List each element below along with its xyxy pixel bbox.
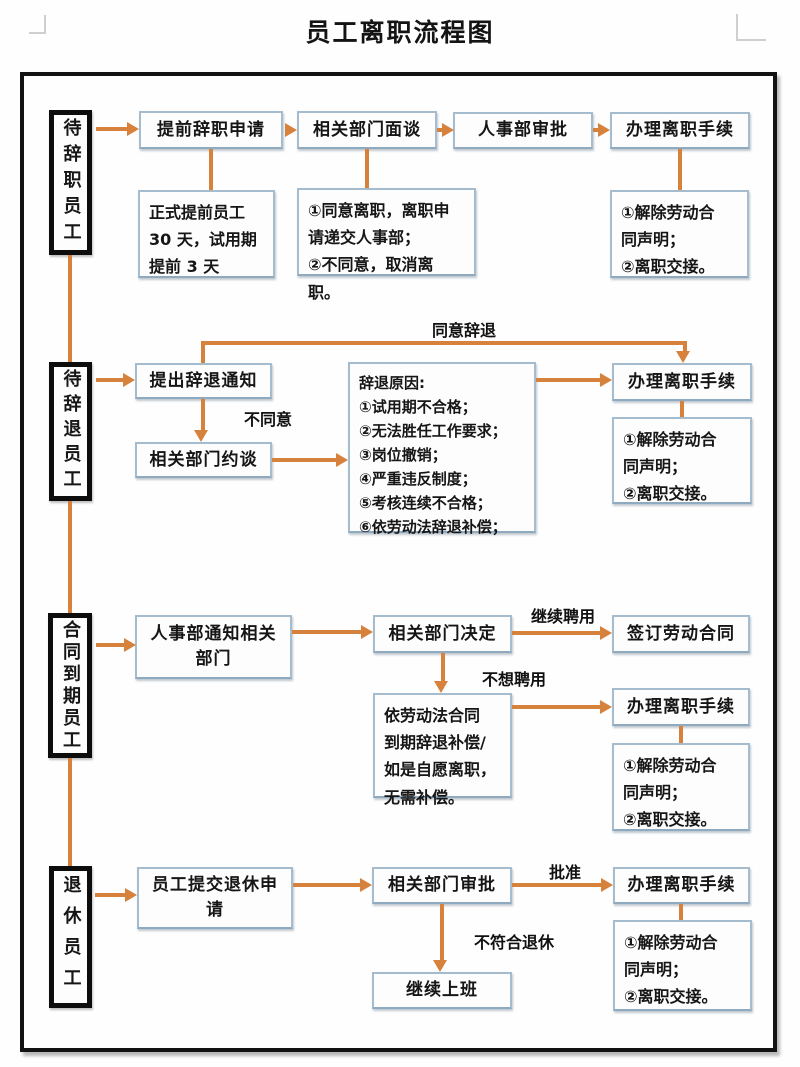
step-hr-notify-dept: 人事部通知相关 部门 bbox=[135, 615, 292, 679]
arrow-reasons-to-exit bbox=[536, 378, 600, 382]
edge-label-approved: 批准 bbox=[549, 863, 582, 882]
lane-connector-2-3 bbox=[68, 501, 72, 613]
edge-label-agree-dismissal: 同意辞退 bbox=[432, 321, 497, 340]
agree-path-horizontal bbox=[201, 341, 687, 345]
agree-path-stub-up bbox=[201, 345, 205, 363]
arrow-lane2-to-step1 bbox=[96, 378, 123, 382]
arrowhead-compensation-to-exit bbox=[600, 700, 612, 714]
note-dismissal-reasons: 辞退原因: ①试用期不合格； ②无法胜任工作要求； ③岗位撤销； ④严重违反制度… bbox=[348, 362, 536, 536]
note-interview-outcomes: ①同意离职，离职申 请递交人事部； ②不同意，取消离职。 bbox=[297, 188, 476, 302]
arrowhead-lane2-to-step1 bbox=[123, 373, 135, 387]
crop-mark-right-horizontal bbox=[736, 39, 766, 41]
arrowhead-notice-to-talk bbox=[194, 430, 208, 442]
crop-mark-right-vertical bbox=[736, 14, 738, 41]
flowchart-frame bbox=[20, 72, 777, 1052]
arrowhead-approval-to-exit bbox=[601, 878, 613, 892]
step-advance-resign-request: 提前辞职申请 bbox=[139, 111, 283, 149]
arrow-notice-to-talk bbox=[201, 399, 205, 430]
arrowhead-step3-to-step4-r1 bbox=[598, 123, 610, 137]
stub-step4-note-r4 bbox=[679, 904, 683, 920]
crop-mark-left-vertical bbox=[44, 15, 46, 34]
stub-step4-note-r1 bbox=[678, 149, 682, 190]
note-exit-items-r3: ①解除劳动合 同声明； ②离职交接。 bbox=[612, 743, 750, 831]
edge-label-continue-hire: 继续聘用 bbox=[531, 607, 596, 626]
step-exit-procedure-r1: 办理离职手续 bbox=[610, 112, 750, 149]
step-dismissal-notice: 提出辞退通知 bbox=[135, 363, 272, 399]
arrow-retire-to-approval bbox=[293, 883, 360, 887]
arrow-compensation-to-exit bbox=[512, 705, 600, 709]
stub-step2-note-r1 bbox=[365, 149, 369, 188]
arrowhead-reasons-to-exit bbox=[600, 373, 612, 387]
step-sign-contract: 签订劳动合同 bbox=[612, 615, 750, 653]
page-title: 员工离职流程图 bbox=[305, 18, 495, 47]
arrow-lane1-to-step1 bbox=[96, 127, 127, 131]
step-exit-procedure-r3: 办理离职手续 bbox=[612, 688, 750, 726]
note-labor-law-compensation: 依劳动法合同 到期辞退补偿/ 如是自愿离职， 无需补偿。 bbox=[373, 693, 512, 807]
stub-step1-note-r1 bbox=[209, 149, 213, 190]
edge-label-not-qualify-retire: 不符合退休 bbox=[474, 933, 555, 952]
arrow-lane3-to-step1 bbox=[96, 643, 124, 647]
step-dept-talk: 相关部门约谈 bbox=[135, 442, 272, 478]
lane-box-pending-resignation: 待辞职员工 bbox=[49, 110, 92, 255]
arrowhead-agree-path bbox=[676, 351, 690, 363]
note-exit-items-r1: ①解除劳动合 同声明； ②离职交接。 bbox=[610, 190, 749, 278]
note-exit-items-r4: ①解除劳动合 同声明； ②离职交接。 bbox=[613, 920, 752, 1011]
lane-connector-3-4 bbox=[68, 758, 72, 866]
crop-mark-left-horizontal bbox=[29, 32, 46, 34]
arrowhead-step2-to-step3-r1 bbox=[442, 123, 454, 137]
arrowhead-retire-to-approval bbox=[360, 878, 372, 892]
note-exit-items-r2: ①解除劳动合 同声明； ②离职交接。 bbox=[612, 417, 752, 504]
arrowhead-step1-to-step2-r1 bbox=[285, 123, 297, 137]
arrow-decision-to-compensation bbox=[441, 653, 445, 681]
step-exit-procedure-r2: 办理离职手续 bbox=[612, 363, 752, 401]
stub-step4-note-r2 bbox=[680, 401, 684, 417]
step-hr-approval: 人事部审批 bbox=[453, 112, 593, 149]
arrow-step2-to-step3-r1 bbox=[437, 128, 442, 132]
arrow-step3-to-step4-r1 bbox=[593, 128, 599, 132]
step-dept-interview: 相关部门面谈 bbox=[297, 111, 437, 149]
arrow-approval-to-exit bbox=[512, 883, 601, 887]
note-advance-days: 正式提前员工 30 天，试用期 提前 3 天 bbox=[138, 190, 275, 278]
arrowhead-lane3-to-step1 bbox=[124, 638, 136, 652]
lane-box-contract-expiry: 合同到期员工 bbox=[48, 613, 92, 758]
arrow-lane4-to-step1 bbox=[95, 893, 125, 897]
arrowhead-decision-to-compensation bbox=[434, 681, 448, 693]
arrowhead-approval-to-keep-working bbox=[433, 960, 447, 972]
arrow-decision-to-sign bbox=[512, 631, 600, 635]
agree-path-stub-down bbox=[683, 345, 687, 353]
lane-box-retirement: 退休员工 bbox=[49, 866, 92, 1008]
lane-connector-1-2 bbox=[68, 255, 72, 362]
arrowhead-decision-to-sign bbox=[600, 626, 612, 640]
lane-box-pending-dismissal: 待辞退员工 bbox=[49, 362, 92, 501]
arrowhead-notify-to-decision bbox=[361, 625, 373, 639]
arrow-approval-to-keep-working bbox=[440, 904, 444, 960]
step-dept-approval-r4: 相关部门审批 bbox=[372, 867, 512, 904]
arrowhead-lane1-to-step1 bbox=[127, 122, 139, 136]
edge-label-no-hire: 不想聘用 bbox=[482, 670, 547, 689]
step-keep-working: 继续上班 bbox=[372, 972, 512, 1009]
step-dept-decision: 相关部门决定 bbox=[373, 615, 512, 653]
arrowhead-lane4-to-step1 bbox=[125, 888, 137, 902]
arrow-talk-to-reasons bbox=[272, 458, 336, 462]
arrow-notify-to-decision bbox=[292, 630, 361, 634]
arrowhead-talk-to-reasons bbox=[336, 453, 348, 467]
step-submit-retirement: 员工提交退休申 请 bbox=[137, 867, 293, 929]
edge-label-disagree: 不同意 bbox=[244, 410, 293, 429]
stub-step4-note-r3 bbox=[679, 726, 683, 743]
step-exit-procedure-r4: 办理离职手续 bbox=[613, 867, 750, 904]
